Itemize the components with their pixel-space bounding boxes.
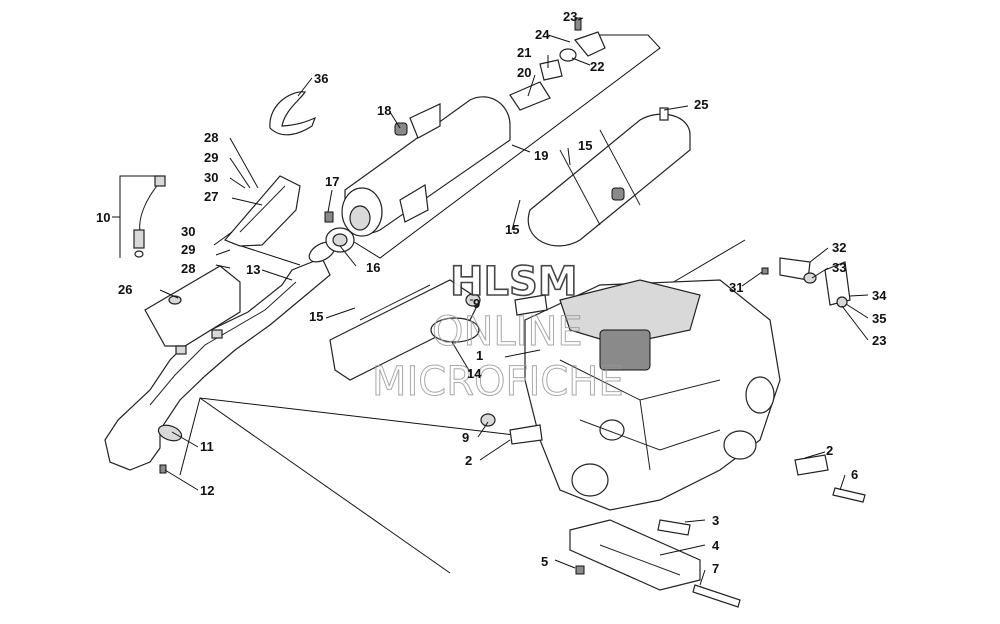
fasteners [159,211,866,608]
engine-bracket-shield [329,279,481,381]
muffler-heat-shield [527,107,691,247]
callout-32: 32 [832,240,846,255]
callout-23b: 23 [872,333,886,348]
callout-10: 10 [96,210,110,225]
callout-9b: 9 [462,430,469,445]
callout-24: 24 [535,27,550,42]
oxygen-sensor [133,175,166,258]
callout-7: 7 [712,561,719,576]
callout-18: 18 [377,103,391,118]
callout-34: 34 [872,288,887,303]
engine-assembly [524,279,781,511]
callout-36: 36 [314,71,328,86]
callout-22: 22 [590,59,604,74]
callout-15b: 15 [309,309,323,324]
callout-30a: 30 [204,170,218,185]
callout-29b: 29 [181,242,195,257]
callout-26: 26 [118,282,132,297]
callout-15a: 15 [505,222,519,237]
callout-33: 33 [832,260,846,275]
callout-6: 6 [851,467,858,482]
callout-29a: 29 [204,150,218,165]
watermark: HLSM ONLINE MICROFICHE [372,258,625,405]
callout-23a: 23 [563,9,577,24]
muffler-strap [269,91,317,136]
callout-25: 25 [694,97,708,112]
callout-14: 14 [467,366,482,381]
watermark-line-1: HLSM [450,259,578,305]
callout-13: 13 [246,262,260,277]
watermark-line-3: MICROFICHE [372,359,624,405]
callout-28a: 28 [204,130,218,145]
heat-shield-upper [223,175,301,247]
spark-arrestor [509,17,606,111]
callout-30b: 30 [181,224,195,239]
callout-11: 11 [200,439,214,454]
exhaust-pipe [104,241,336,471]
callout-16: 16 [366,260,380,275]
callout-labels: 1 2 2 3 4 5 6 7 9 9 10 11 12 13 14 15 15… [96,9,887,576]
callout-2b: 2 [826,443,833,458]
callout-15c: 15 [578,138,592,153]
callout-2a: 2 [465,453,472,468]
callout-1: 1 [476,348,483,363]
callout-9a: 9 [473,296,480,311]
callout-20: 20 [517,65,531,80]
engine-mount-plate [569,519,701,591]
callout-3: 3 [712,513,719,528]
callout-19: 19 [534,148,548,163]
callout-17: 17 [325,174,339,189]
leader-lines [112,17,869,586]
callout-5: 5 [541,554,548,569]
callout-21: 21 [517,45,531,60]
muffler [325,96,511,253]
callout-31: 31 [729,280,743,295]
callout-28b: 28 [181,261,195,276]
callout-35: 35 [872,311,886,326]
callout-12: 12 [200,483,214,498]
callout-4: 4 [712,538,720,553]
watermark-line-2: ONLINE [432,309,583,355]
callout-27: 27 [204,189,218,204]
